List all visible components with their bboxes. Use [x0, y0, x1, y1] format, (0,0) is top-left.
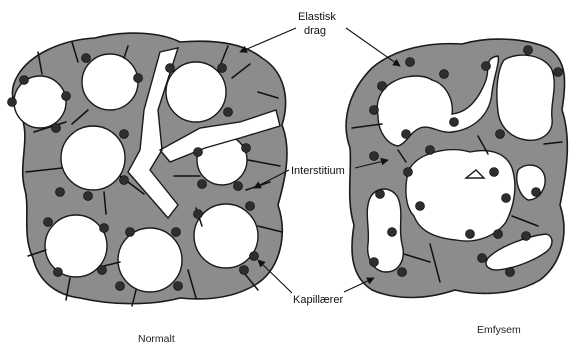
capillary: [506, 268, 515, 277]
leader-elastic-left: [240, 28, 296, 52]
capillary: [20, 76, 29, 85]
capillary: [426, 146, 435, 155]
capillary: [402, 130, 411, 139]
label-elastic-traction: Elastisk drag: [240, 11, 400, 66]
capillary: [370, 106, 379, 115]
capillary: [490, 168, 499, 177]
capillary: [440, 70, 449, 79]
capillary: [8, 98, 17, 107]
capillary: [406, 58, 415, 67]
capillary: [522, 232, 531, 241]
capillary: [54, 268, 63, 277]
alveolus: [166, 62, 226, 122]
capillary: [120, 130, 129, 139]
capillary: [502, 194, 511, 203]
capillary: [120, 176, 129, 185]
capillary: [134, 74, 143, 83]
enlarged-air-space: [406, 150, 515, 241]
enlarged-air-space: [497, 55, 554, 140]
capillary: [100, 224, 109, 233]
capillary: [166, 64, 175, 73]
capillary: [240, 266, 249, 275]
capillary: [84, 192, 93, 201]
capillary: [174, 282, 183, 291]
emphysema-lung-section: [346, 39, 567, 297]
capillary: [250, 252, 259, 261]
alveolus: [45, 215, 107, 277]
capillary: [404, 168, 413, 177]
capillary: [116, 282, 125, 291]
caption-normal: Normalt: [138, 333, 175, 345]
capillary: [494, 230, 503, 239]
capillary: [62, 92, 71, 101]
capillary: [370, 258, 379, 267]
leader-elastic-right: [346, 28, 400, 66]
caption-emphysema: Emfysem: [477, 324, 521, 336]
capillary: [126, 228, 135, 237]
capillary: [246, 202, 255, 211]
capillary: [194, 148, 203, 157]
capillary: [478, 254, 487, 263]
capillary: [242, 144, 251, 153]
capillary: [532, 188, 541, 197]
capillary: [554, 68, 563, 77]
capillary: [198, 180, 207, 189]
capillary: [234, 182, 243, 191]
capillary: [450, 118, 459, 127]
capillary: [52, 124, 61, 133]
alveolus: [61, 126, 125, 190]
capillary: [44, 218, 53, 227]
capillary: [194, 210, 203, 219]
label-interstitium-text: Interstitium: [291, 165, 345, 177]
capillary: [496, 130, 505, 139]
capillary: [416, 202, 425, 211]
capillary: [172, 228, 181, 237]
label-elastic-line-2: drag: [304, 25, 326, 37]
capillary: [218, 64, 227, 73]
capillary: [82, 54, 91, 63]
capillary: [370, 152, 379, 161]
alveolus: [118, 228, 182, 292]
label-elastic-line-1: Elastisk: [298, 11, 336, 23]
normal-lung-section: [8, 33, 287, 306]
capillary: [376, 190, 385, 199]
alveolus: [82, 54, 138, 110]
capillary: [524, 46, 533, 55]
alveolus: [194, 204, 258, 268]
capillary: [466, 230, 475, 239]
capillary: [378, 82, 387, 91]
capillary: [388, 228, 397, 237]
capillary: [398, 268, 407, 277]
label-capillaries-text: Kapillærer: [293, 294, 343, 306]
capillary: [56, 188, 65, 197]
capillary: [482, 62, 491, 71]
capillary: [98, 266, 107, 275]
capillary: [224, 108, 233, 117]
